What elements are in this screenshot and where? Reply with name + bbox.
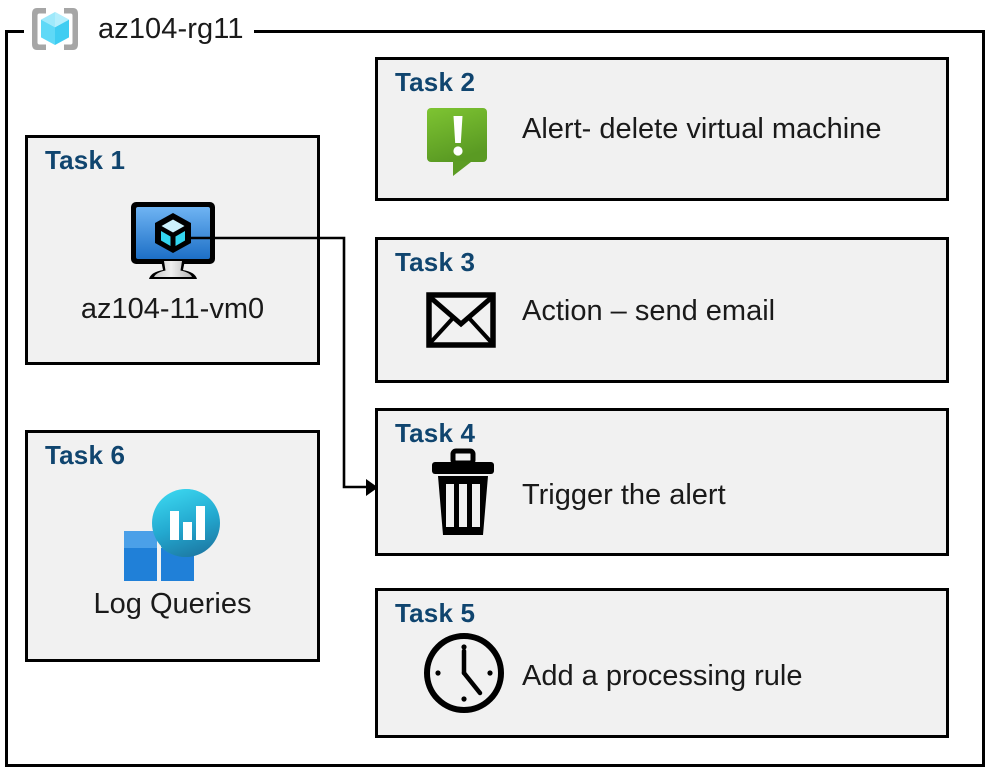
resource-group-header: az104-rg11 — [24, 0, 254, 58]
task6-label: Task 6 — [45, 440, 126, 470]
task2-label: Task 2 — [395, 67, 476, 97]
task2-card[interactable]: Task 2 Alert- delete — [375, 57, 949, 201]
task2-icon-wrap — [423, 106, 495, 178]
resource-group-cube-icon — [28, 5, 82, 53]
task4-icon-wrap — [428, 448, 498, 537]
task6-card[interactable]: Task 6 — [25, 430, 320, 662]
task1-icon-wrap — [28, 200, 317, 282]
task3-caption: Action – send email — [522, 295, 776, 327]
task3-label: Task 3 — [395, 247, 476, 277]
task3-icon-wrap — [425, 287, 497, 353]
log-analytics-icon — [118, 485, 228, 589]
task4-caption: Trigger the alert — [522, 479, 726, 511]
task5-caption: Add a processing rule — [522, 660, 803, 692]
task5-icon-wrap — [420, 629, 508, 717]
task1-caption: az104-11-vm0 — [80, 293, 265, 325]
task1-label: Task 1 — [45, 145, 126, 175]
envelope-icon — [426, 292, 496, 348]
task2-caption: Alert- delete virtual machine — [522, 113, 882, 145]
virtual-machine-icon — [127, 200, 219, 282]
task4-label: Task 4 — [395, 418, 476, 448]
task5-label: Task 5 — [395, 598, 476, 628]
alert-callout-icon — [425, 106, 493, 178]
task6-caption: Log Queries — [93, 588, 252, 620]
task3-card[interactable]: Task 3 Action – send email — [375, 237, 949, 383]
clock-icon — [422, 631, 506, 715]
trash-can-icon — [430, 448, 496, 537]
task4-card[interactable]: Task 4 Trigger the alert — [375, 408, 949, 556]
resource-group-container — [5, 30, 985, 767]
task1-card[interactable]: Task 1 — [25, 135, 320, 365]
task6-icon-wrap — [28, 485, 317, 589]
task5-card[interactable]: Task 5 Add a processing rule — [375, 588, 949, 738]
resource-group-name: az104-rg11 — [98, 12, 244, 45]
